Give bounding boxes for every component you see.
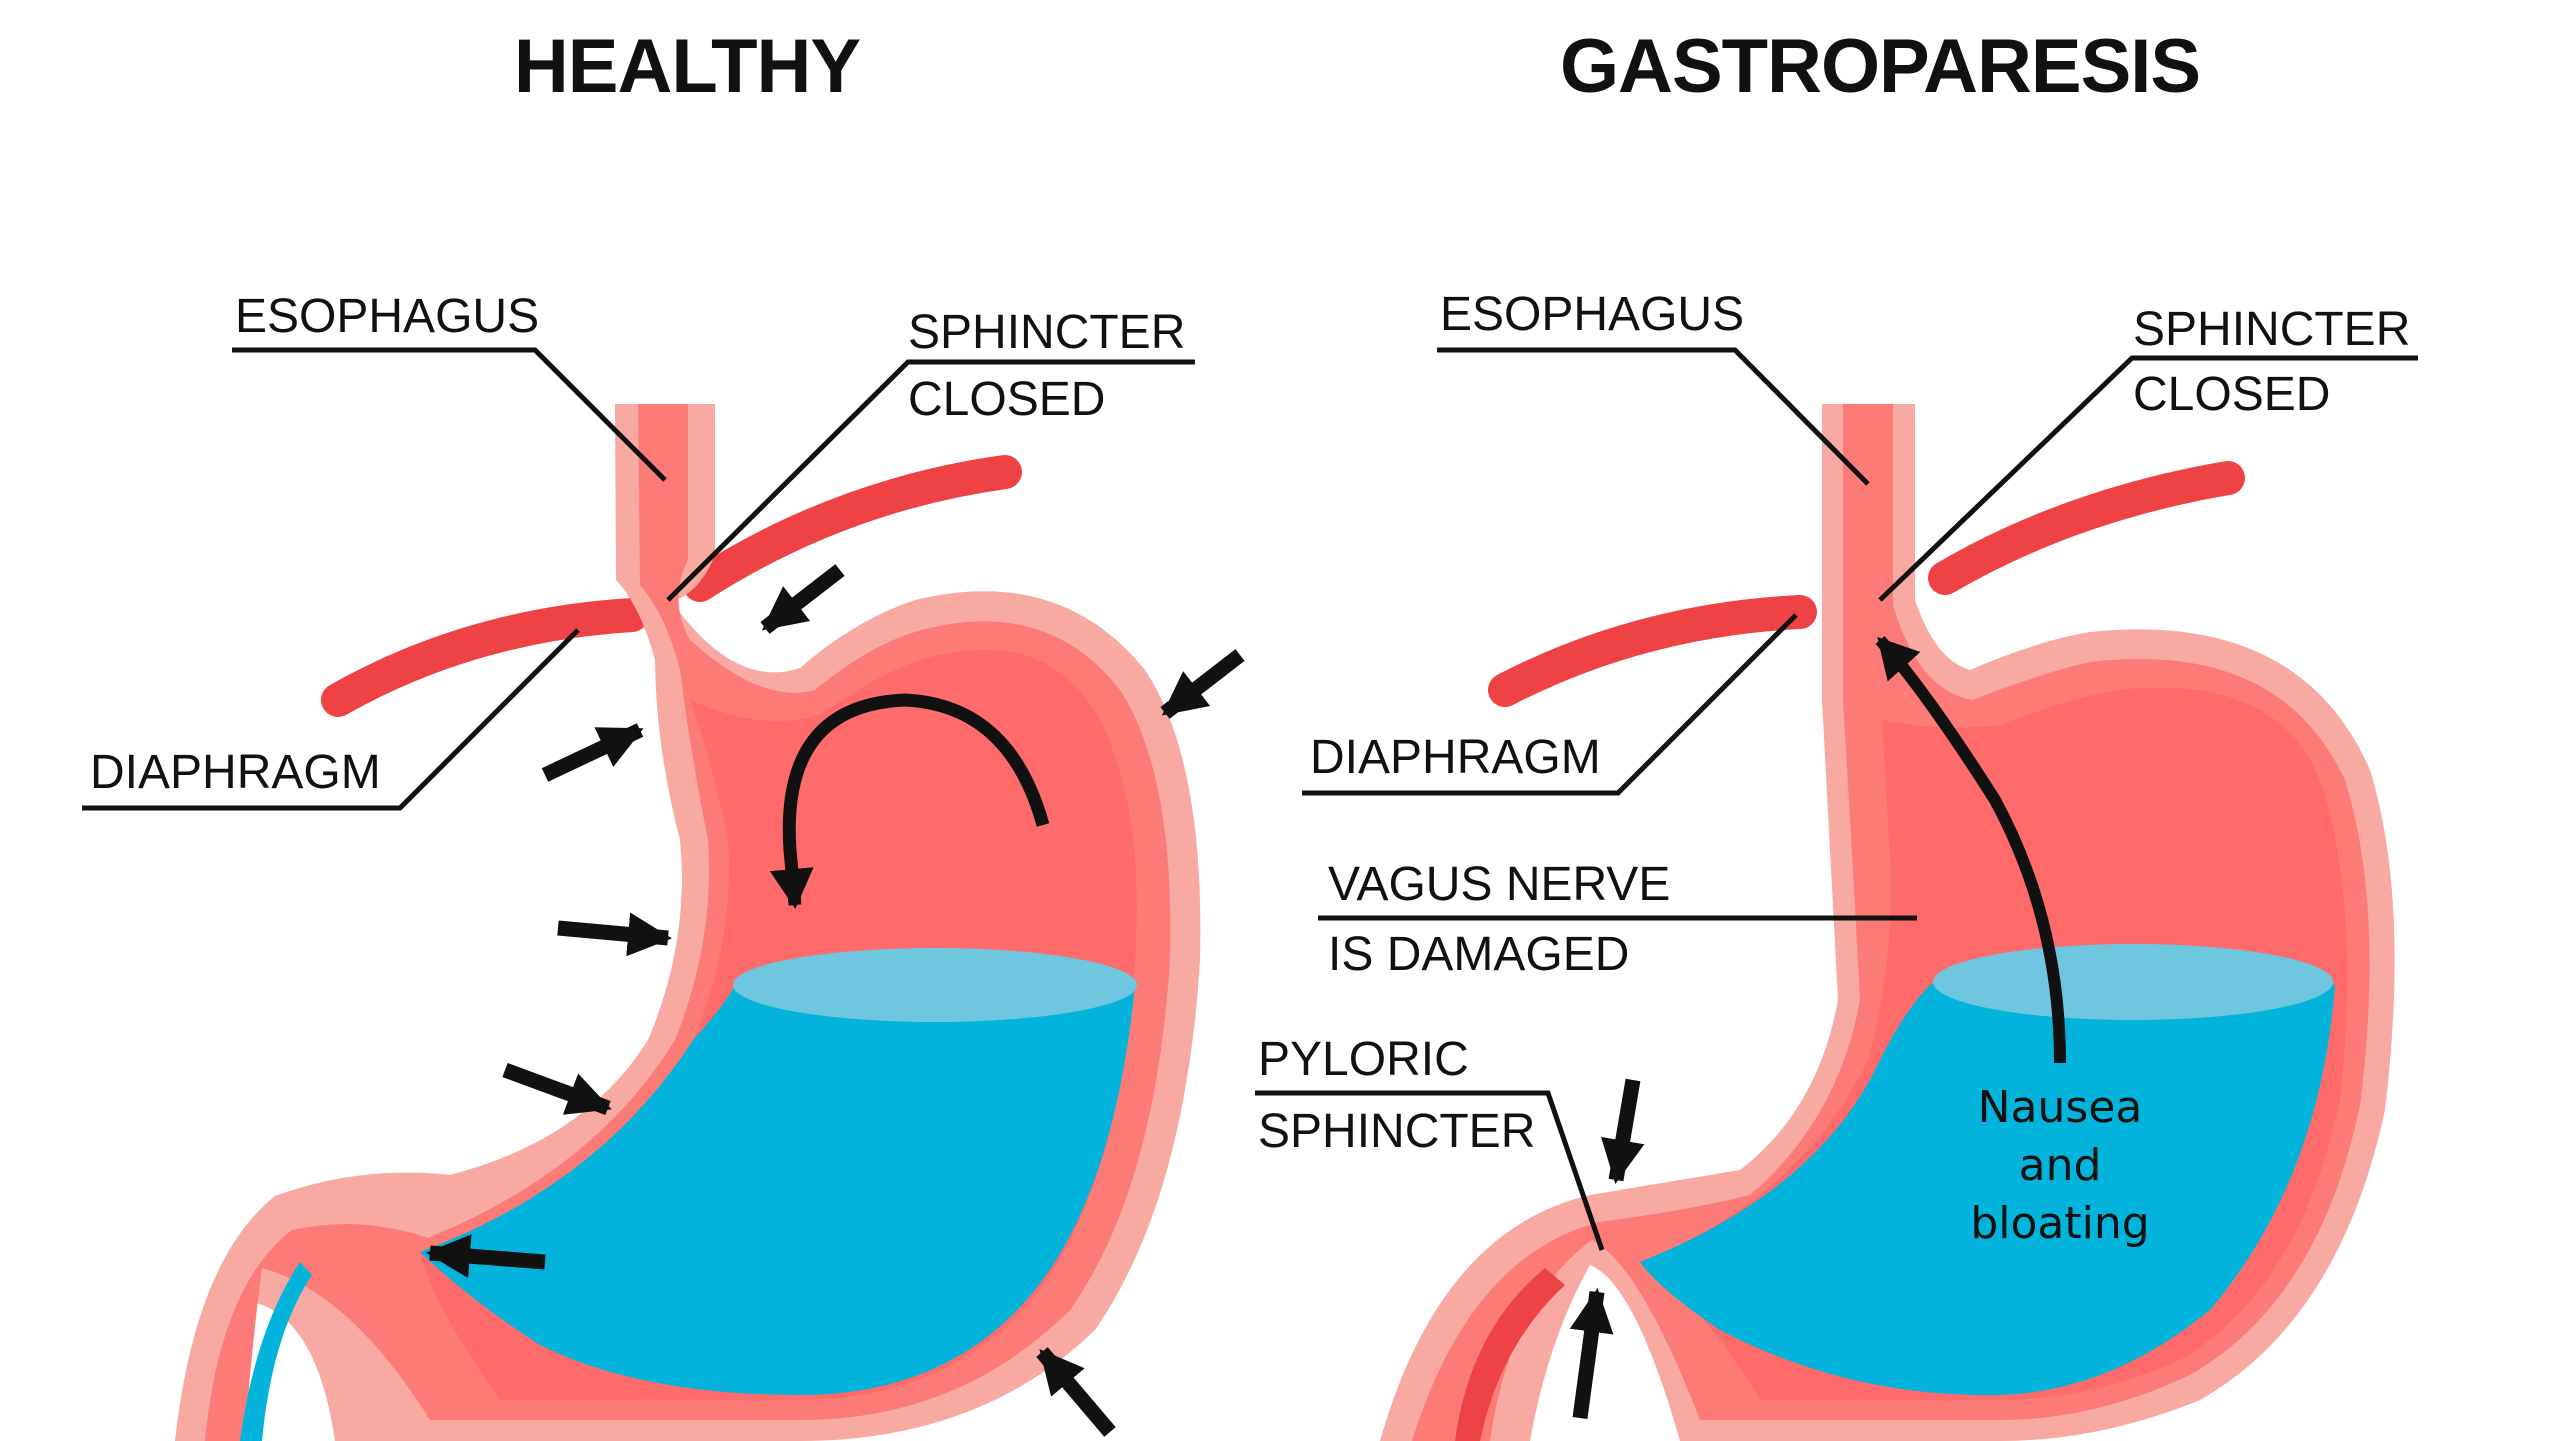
diaphragm-label: DIAPHRAGM <box>90 746 381 799</box>
arrow-icon <box>541 723 644 782</box>
esophagus-label: ESOPHAGUS <box>1440 288 1744 341</box>
arrow-icon <box>1036 1347 1116 1437</box>
sphincter-label-line2: CLOSED <box>2133 368 2330 421</box>
arrow-icon <box>1569 1288 1614 1420</box>
esophagus-label: ESOPHAGUS <box>235 290 539 343</box>
diaphragm-leader <box>82 628 580 811</box>
gastroparesis-title: GASTROPARESIS <box>1560 24 2200 109</box>
vagus-nerve-label-line1: VAGUS NERVE <box>1328 858 1670 911</box>
gastric-fluid <box>1640 945 2335 1396</box>
healthy-panel: HEALTHY ESOPHAGUS SPHINCTER CLOSED DIAPH… <box>82 24 1245 1441</box>
gastric-fluid <box>420 950 1135 1395</box>
esophagus-leader <box>232 347 667 482</box>
symptom-label-line2: and <box>2019 1140 2102 1191</box>
arrow-icon <box>426 1234 546 1279</box>
vagus-nerve-label-line2: IS DAMAGED <box>1328 928 1629 981</box>
arrow-icon <box>557 912 672 957</box>
esophagus-leader <box>1437 347 1870 486</box>
curved-arrow-icon <box>769 693 1050 909</box>
pyloric-sphincter-label-line2: SPHINCTER <box>1258 1105 1535 1158</box>
diaphragm-right-band <box>683 455 1022 602</box>
pyloric-sphincter-label-line1: PYLORIC <box>1258 1033 1469 1086</box>
symptom-label-line3: bloating <box>1970 1198 2149 1249</box>
fluid-surface <box>1933 944 2333 1020</box>
duodenum-lining <box>1455 1268 1565 1441</box>
healthy-title: HEALTHY <box>514 24 861 109</box>
fluid-surface <box>733 948 1137 1022</box>
pyloric-sphincter-leader <box>1255 1090 1605 1251</box>
diaphragm-leader <box>1302 613 1798 796</box>
arrow-icon <box>1160 649 1245 719</box>
sphincter-label-line1: SPHINCTER <box>908 306 1185 359</box>
arrow-icon <box>760 564 845 634</box>
arrow-icon <box>1601 1078 1645 1184</box>
symptom-label-line1: Nausea <box>1978 1082 2143 1133</box>
arrow-icon <box>502 1062 612 1116</box>
diaphragm-right-band <box>1928 461 2245 595</box>
curved-arrow-icon <box>1875 635 2066 1064</box>
sphincter-leader <box>666 359 1195 602</box>
duodenum-lumen <box>240 1262 312 1441</box>
sphincter-label-line1: SPHINCTER <box>2133 303 2410 356</box>
diaphragm-label: DIAPHRAGM <box>1310 731 1601 784</box>
sphincter-leader <box>1878 355 2418 602</box>
diaphragm-left-band <box>1488 595 1817 707</box>
gastroparesis-panel: GASTROPARESIS ESOPHAGUS SPHINCTER CLOSED… <box>1255 24 2418 1441</box>
sphincter-label-line2: CLOSED <box>908 373 1105 426</box>
diaphragm-left-band <box>321 598 649 717</box>
